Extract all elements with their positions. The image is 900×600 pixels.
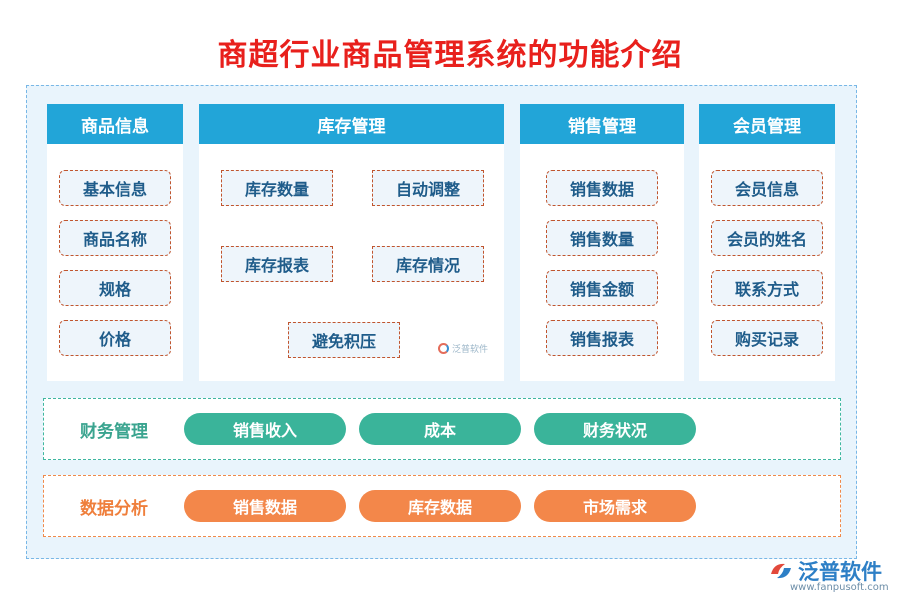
finance-pill: 财务状况 [534,413,696,445]
sales-item: 销售数量 [546,220,658,256]
analysis-band: 数据分析 销售数据 库存数据 市场需求 [43,475,841,537]
product-item: 价格 [59,320,171,356]
brand-logo: 泛普软件 [768,556,882,586]
watermark-text: 泛普软件 [452,345,489,355]
product-item: 规格 [59,270,171,306]
inventory-item: 库存情况 [372,246,484,282]
watermark: 泛普软件 [438,342,488,355]
panel-inventory-title: 库存管理 [199,104,504,144]
watermark-logo-icon [438,343,449,354]
panel-product-title: 商品信息 [47,104,183,144]
inventory-item: 避免积压 [288,322,400,358]
analysis-pill: 市场需求 [534,490,696,522]
analysis-pill: 销售数据 [184,490,346,522]
panel-sales: 销售管理 销售数据 销售数量 销售金额 销售报表 [520,104,684,381]
panel-inventory: 库存管理 库存数量 自动调整 库存报表 库存情况 避免积压 [199,104,504,381]
sales-item: 销售数据 [546,170,658,206]
brand-logo-icon [771,563,791,579]
finance-pill: 销售收入 [184,413,346,445]
sales-item: 销售报表 [546,320,658,356]
finance-label: 财务管理 [80,421,148,442]
finance-pill: 成本 [359,413,521,445]
member-item: 联系方式 [711,270,823,306]
brand-url: www.fanpusoft.com [790,582,889,593]
panel-member: 会员管理 会员信息 会员的姓名 联系方式 购买记录 [699,104,835,381]
panel-product: 商品信息 基本信息 商品名称 规格 价格 [47,104,183,381]
inventory-item: 库存报表 [221,246,333,282]
product-item: 基本信息 [59,170,171,206]
panel-member-title: 会员管理 [699,104,835,144]
panel-sales-title: 销售管理 [520,104,684,144]
product-item: 商品名称 [59,220,171,256]
sales-item: 销售金额 [546,270,658,306]
analysis-pill: 库存数据 [359,490,521,522]
analysis-label: 数据分析 [80,498,148,519]
member-item: 会员的姓名 [711,220,823,256]
finance-band: 财务管理 销售收入 成本 财务状况 [43,398,841,460]
inventory-item: 库存数量 [221,170,333,206]
member-item: 购买记录 [711,320,823,356]
inventory-item: 自动调整 [372,170,484,206]
brand-logo-text: 泛普软件 [798,560,882,584]
page-title: 商超行业商品管理系统的功能介绍 [217,38,683,73]
member-item: 会员信息 [711,170,823,206]
